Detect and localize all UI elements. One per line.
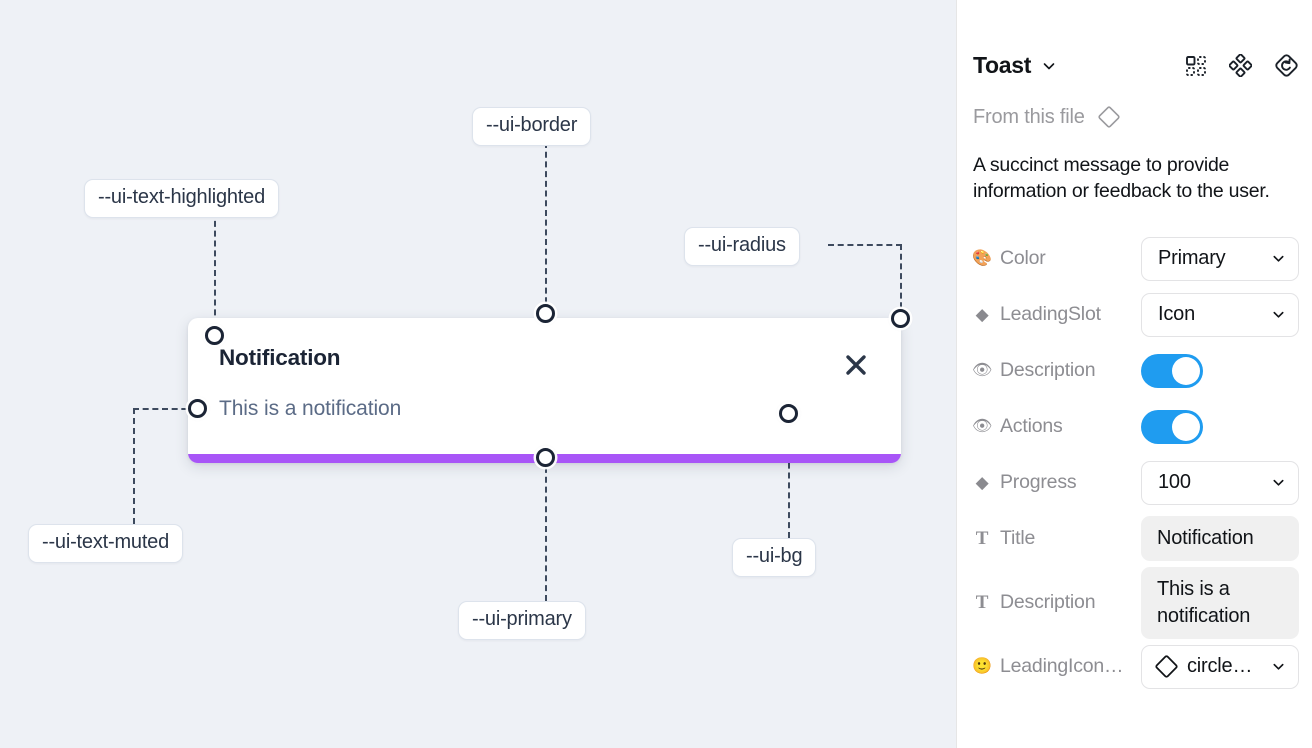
actions-toggle[interactable]	[1141, 409, 1203, 444]
property-label-leadingslot: ◆ LeadingSlot	[973, 303, 1141, 326]
chevron-down-icon	[1271, 251, 1286, 266]
property-list: 🎨 Color Primary ◆ LeadingSlot Icon	[973, 231, 1299, 695]
chevron-down-icon	[1271, 475, 1286, 490]
page-title: Toast	[973, 52, 1032, 78]
connector-handle-ui-text-highlighted[interactable]	[204, 325, 224, 345]
property-row-title: T Title Notification	[973, 511, 1299, 567]
property-label-text: Actions	[1000, 415, 1063, 438]
property-row-leadingicon: 🙂 LeadingIcon… circle…	[973, 639, 1299, 695]
toast-title: Notification	[219, 345, 341, 370]
annotation-pill-ui-text-muted[interactable]: --ui-text-muted	[28, 524, 184, 563]
toast-description: This is a notification	[219, 397, 402, 420]
smiley-icon: 🙂	[973, 657, 992, 675]
header-icon-group	[1185, 53, 1299, 78]
property-label-description-visibility: 👁 Description	[973, 359, 1141, 382]
property-label-text: Title	[1000, 527, 1036, 550]
description-toggle[interactable]	[1141, 353, 1203, 388]
property-label-text: LeadingIcon…	[1000, 655, 1124, 678]
connector-handle-ui-primary[interactable]	[535, 447, 555, 467]
close-icon[interactable]	[843, 352, 869, 378]
description-input[interactable]: This is a notification	[1141, 566, 1299, 639]
leader-line-ui-border	[545, 142, 547, 313]
title-input[interactable]: Notification	[1141, 516, 1299, 562]
property-row-color: 🎨 Color Primary	[973, 231, 1299, 287]
leader-line-ui-text-muted-h	[133, 408, 197, 410]
property-row-leadingslot: ◆ LeadingSlot Icon	[973, 287, 1299, 343]
variants-cluster-icon[interactable]	[1229, 54, 1252, 77]
annotation-pill-ui-radius[interactable]: --ui-radius	[684, 227, 800, 266]
leader-line-ui-text-muted-v	[133, 408, 135, 524]
leadingicon-select-value: circle…	[1187, 655, 1253, 678]
color-select[interactable]: Primary	[1141, 236, 1299, 281]
property-label-text: Progress	[1000, 471, 1077, 494]
chevron-down-icon	[1271, 659, 1286, 674]
property-row-description-text: T Description This is a notification	[973, 566, 1299, 639]
component-set-icon[interactable]	[1185, 55, 1207, 77]
chevron-down-icon[interactable]	[1041, 58, 1057, 74]
property-label-actions: 👁 Actions	[973, 415, 1141, 438]
palette-icon: 🎨	[973, 249, 992, 267]
from-this-file-label: From this file	[973, 105, 1085, 128]
property-row-progress: ◆ Progress 100	[973, 455, 1299, 511]
reset-instance-icon[interactable]	[1274, 53, 1299, 78]
design-canvas[interactable]: Notification This is a notification --ui…	[0, 0, 956, 748]
property-row-description-visibility: 👁 Description	[973, 343, 1299, 399]
toast-component[interactable]: Notification This is a notification	[188, 318, 901, 463]
properties-panel: Toast	[956, 0, 1312, 748]
connector-handle-ui-text-muted[interactable]	[187, 398, 207, 418]
property-label-text: Description	[1000, 591, 1096, 614]
leader-line-ui-radius-v	[900, 244, 902, 318]
connector-handle-ui-bg[interactable]	[778, 403, 798, 423]
property-label-progress: ◆ Progress	[973, 471, 1141, 494]
from-this-file-row[interactable]: From this file	[973, 105, 1299, 129]
connector-handle-ui-radius[interactable]	[890, 308, 910, 328]
property-label-color: 🎨 Color	[973, 247, 1141, 270]
component-description: A succinct message to provide informatio…	[973, 154, 1270, 202]
text-icon: T	[975, 528, 989, 550]
leader-line-ui-primary	[545, 457, 547, 601]
property-label-text: Color	[1000, 247, 1046, 270]
connector-handle-ui-border[interactable]	[535, 303, 555, 323]
annotation-pill-ui-text-highlighted[interactable]: --ui-text-highlighted	[84, 179, 279, 218]
property-label-leadingicon: 🙂 LeadingIcon…	[973, 655, 1141, 678]
leader-line-ui-radius-h	[828, 244, 902, 246]
diamond-icon	[1097, 105, 1121, 129]
color-select-value: Primary	[1158, 247, 1226, 270]
property-label-title: T Title	[973, 527, 1141, 550]
eye-icon: 👁	[973, 361, 993, 379]
leader-line-ui-bg	[788, 413, 790, 538]
property-row-actions: 👁 Actions	[973, 399, 1299, 455]
progress-select[interactable]: 100	[1141, 460, 1299, 505]
eye-icon: 👁	[973, 417, 993, 435]
diamond-icon: ◆	[975, 473, 989, 493]
property-label-text: LeadingSlot	[1000, 303, 1101, 326]
panel-header: Toast	[973, 0, 1299, 79]
annotation-pill-ui-primary[interactable]: --ui-primary	[458, 601, 586, 640]
progress-select-value: 100	[1158, 471, 1191, 494]
text-icon: T	[975, 592, 989, 614]
diamond-icon	[1154, 654, 1179, 679]
leadingicon-select[interactable]: circle…	[1141, 644, 1299, 689]
annotation-pill-ui-bg[interactable]: --ui-bg	[732, 538, 817, 577]
diamond-icon: ◆	[975, 305, 989, 325]
annotation-pill-ui-border[interactable]: --ui-border	[472, 107, 592, 146]
property-label-text: Description	[1000, 359, 1096, 382]
property-label-description-text: T Description	[973, 591, 1141, 614]
leadingslot-select[interactable]: Icon	[1141, 292, 1299, 337]
leadingslot-select-value: Icon	[1158, 303, 1196, 326]
leader-line-ui-text-highlighted	[214, 211, 216, 335]
chevron-down-icon	[1271, 307, 1286, 322]
